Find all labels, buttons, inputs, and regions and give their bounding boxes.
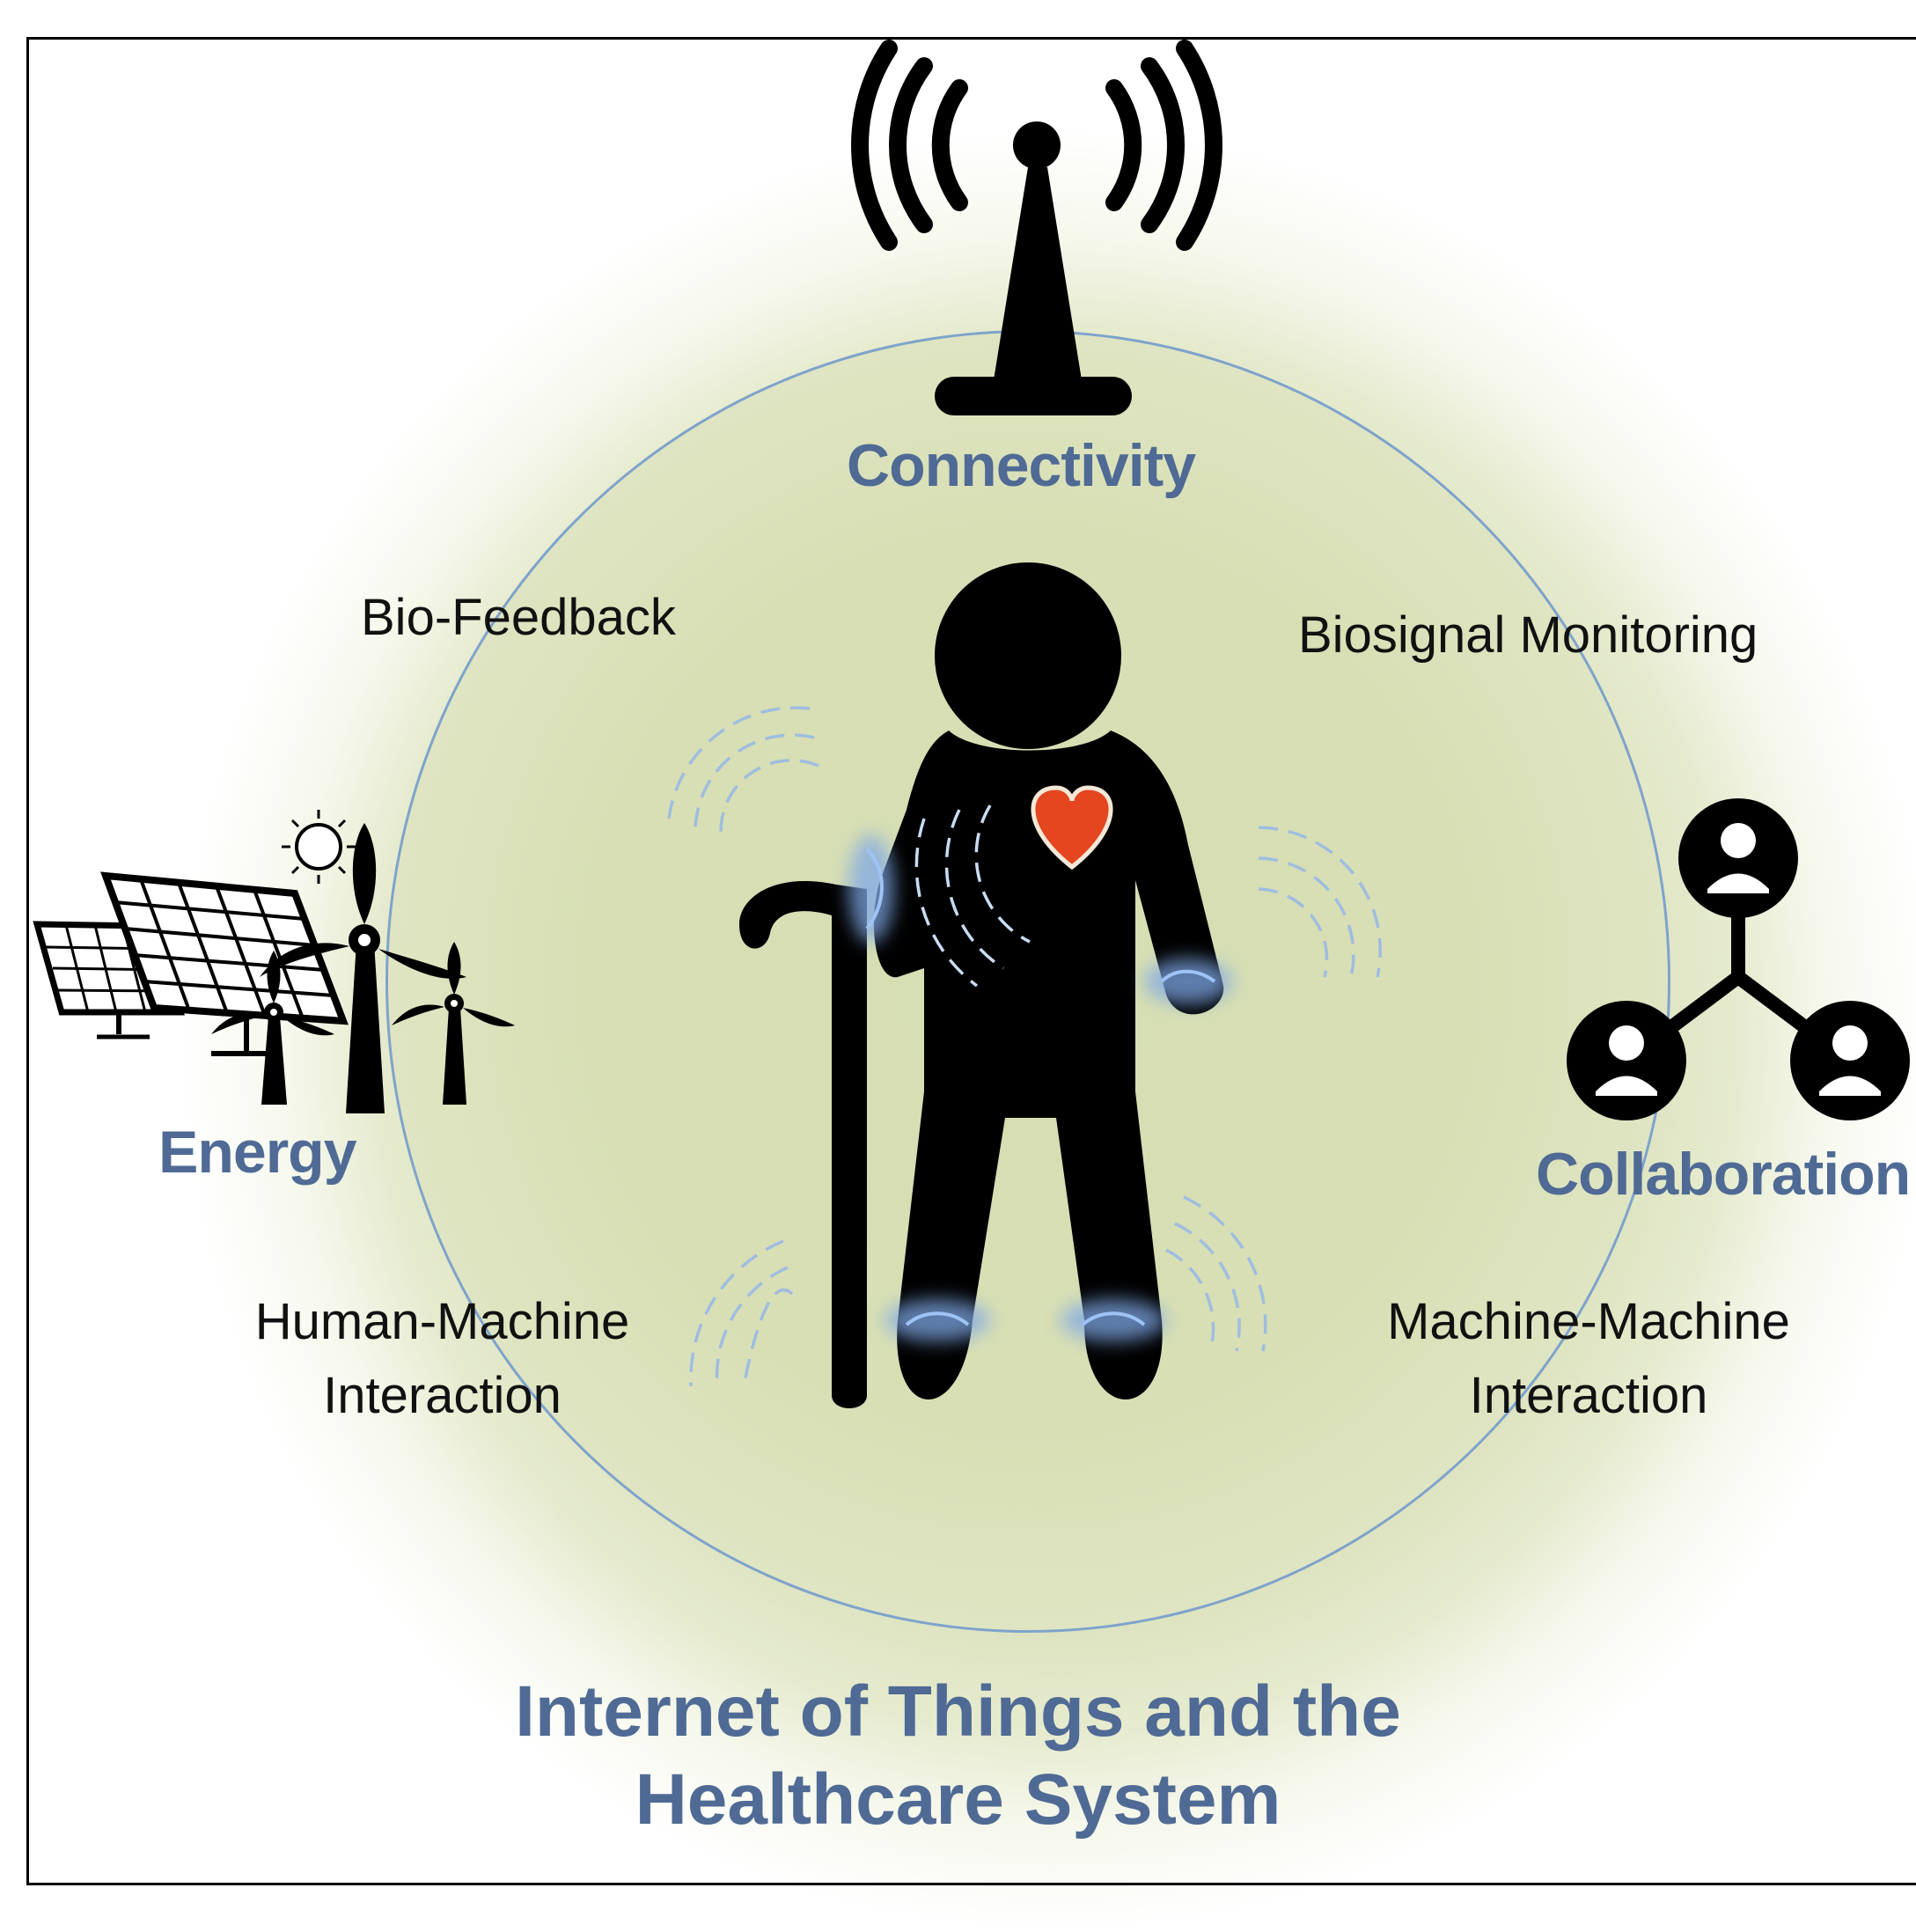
title-line1: Internet of Things and the bbox=[515, 1671, 1401, 1752]
illustration-layer bbox=[33, 40, 1910, 1408]
person-with-cane-icon bbox=[739, 562, 1224, 1408]
heart-icon bbox=[1031, 785, 1113, 871]
label-machine-machine-interaction: Machine-Machine Interaction bbox=[1355, 1285, 1822, 1433]
label-machine-machine-line2: Interaction bbox=[1469, 1367, 1708, 1424]
label-machine-machine-line1: Machine-Machine bbox=[1387, 1293, 1790, 1350]
label-human-machine-line2: Interaction bbox=[323, 1367, 562, 1424]
sensor-glow bbox=[848, 834, 1232, 1341]
network-people-icon bbox=[1567, 798, 1910, 1120]
figure-border bbox=[26, 37, 1916, 1885]
wind-turbine-icon bbox=[211, 823, 515, 1113]
signal-waves bbox=[667, 706, 1382, 1387]
antenna-icon bbox=[851, 40, 1222, 415]
label-biosignal-monitoring: Biosignal Monitoring bbox=[1298, 606, 1758, 664]
sun-icon bbox=[282, 810, 356, 884]
label-human-machine-line1: Human-Machine bbox=[254, 1293, 630, 1350]
label-energy: Energy bbox=[158, 1119, 357, 1186]
label-connectivity: Connectivity bbox=[847, 432, 1196, 499]
solar-panel-icon bbox=[33, 871, 349, 1056]
label-collaboration: Collaboration bbox=[1536, 1141, 1911, 1208]
label-bio-feedback: Bio-Feedback bbox=[361, 589, 676, 646]
label-human-machine-interaction: Human-Machine Interaction bbox=[224, 1285, 660, 1433]
